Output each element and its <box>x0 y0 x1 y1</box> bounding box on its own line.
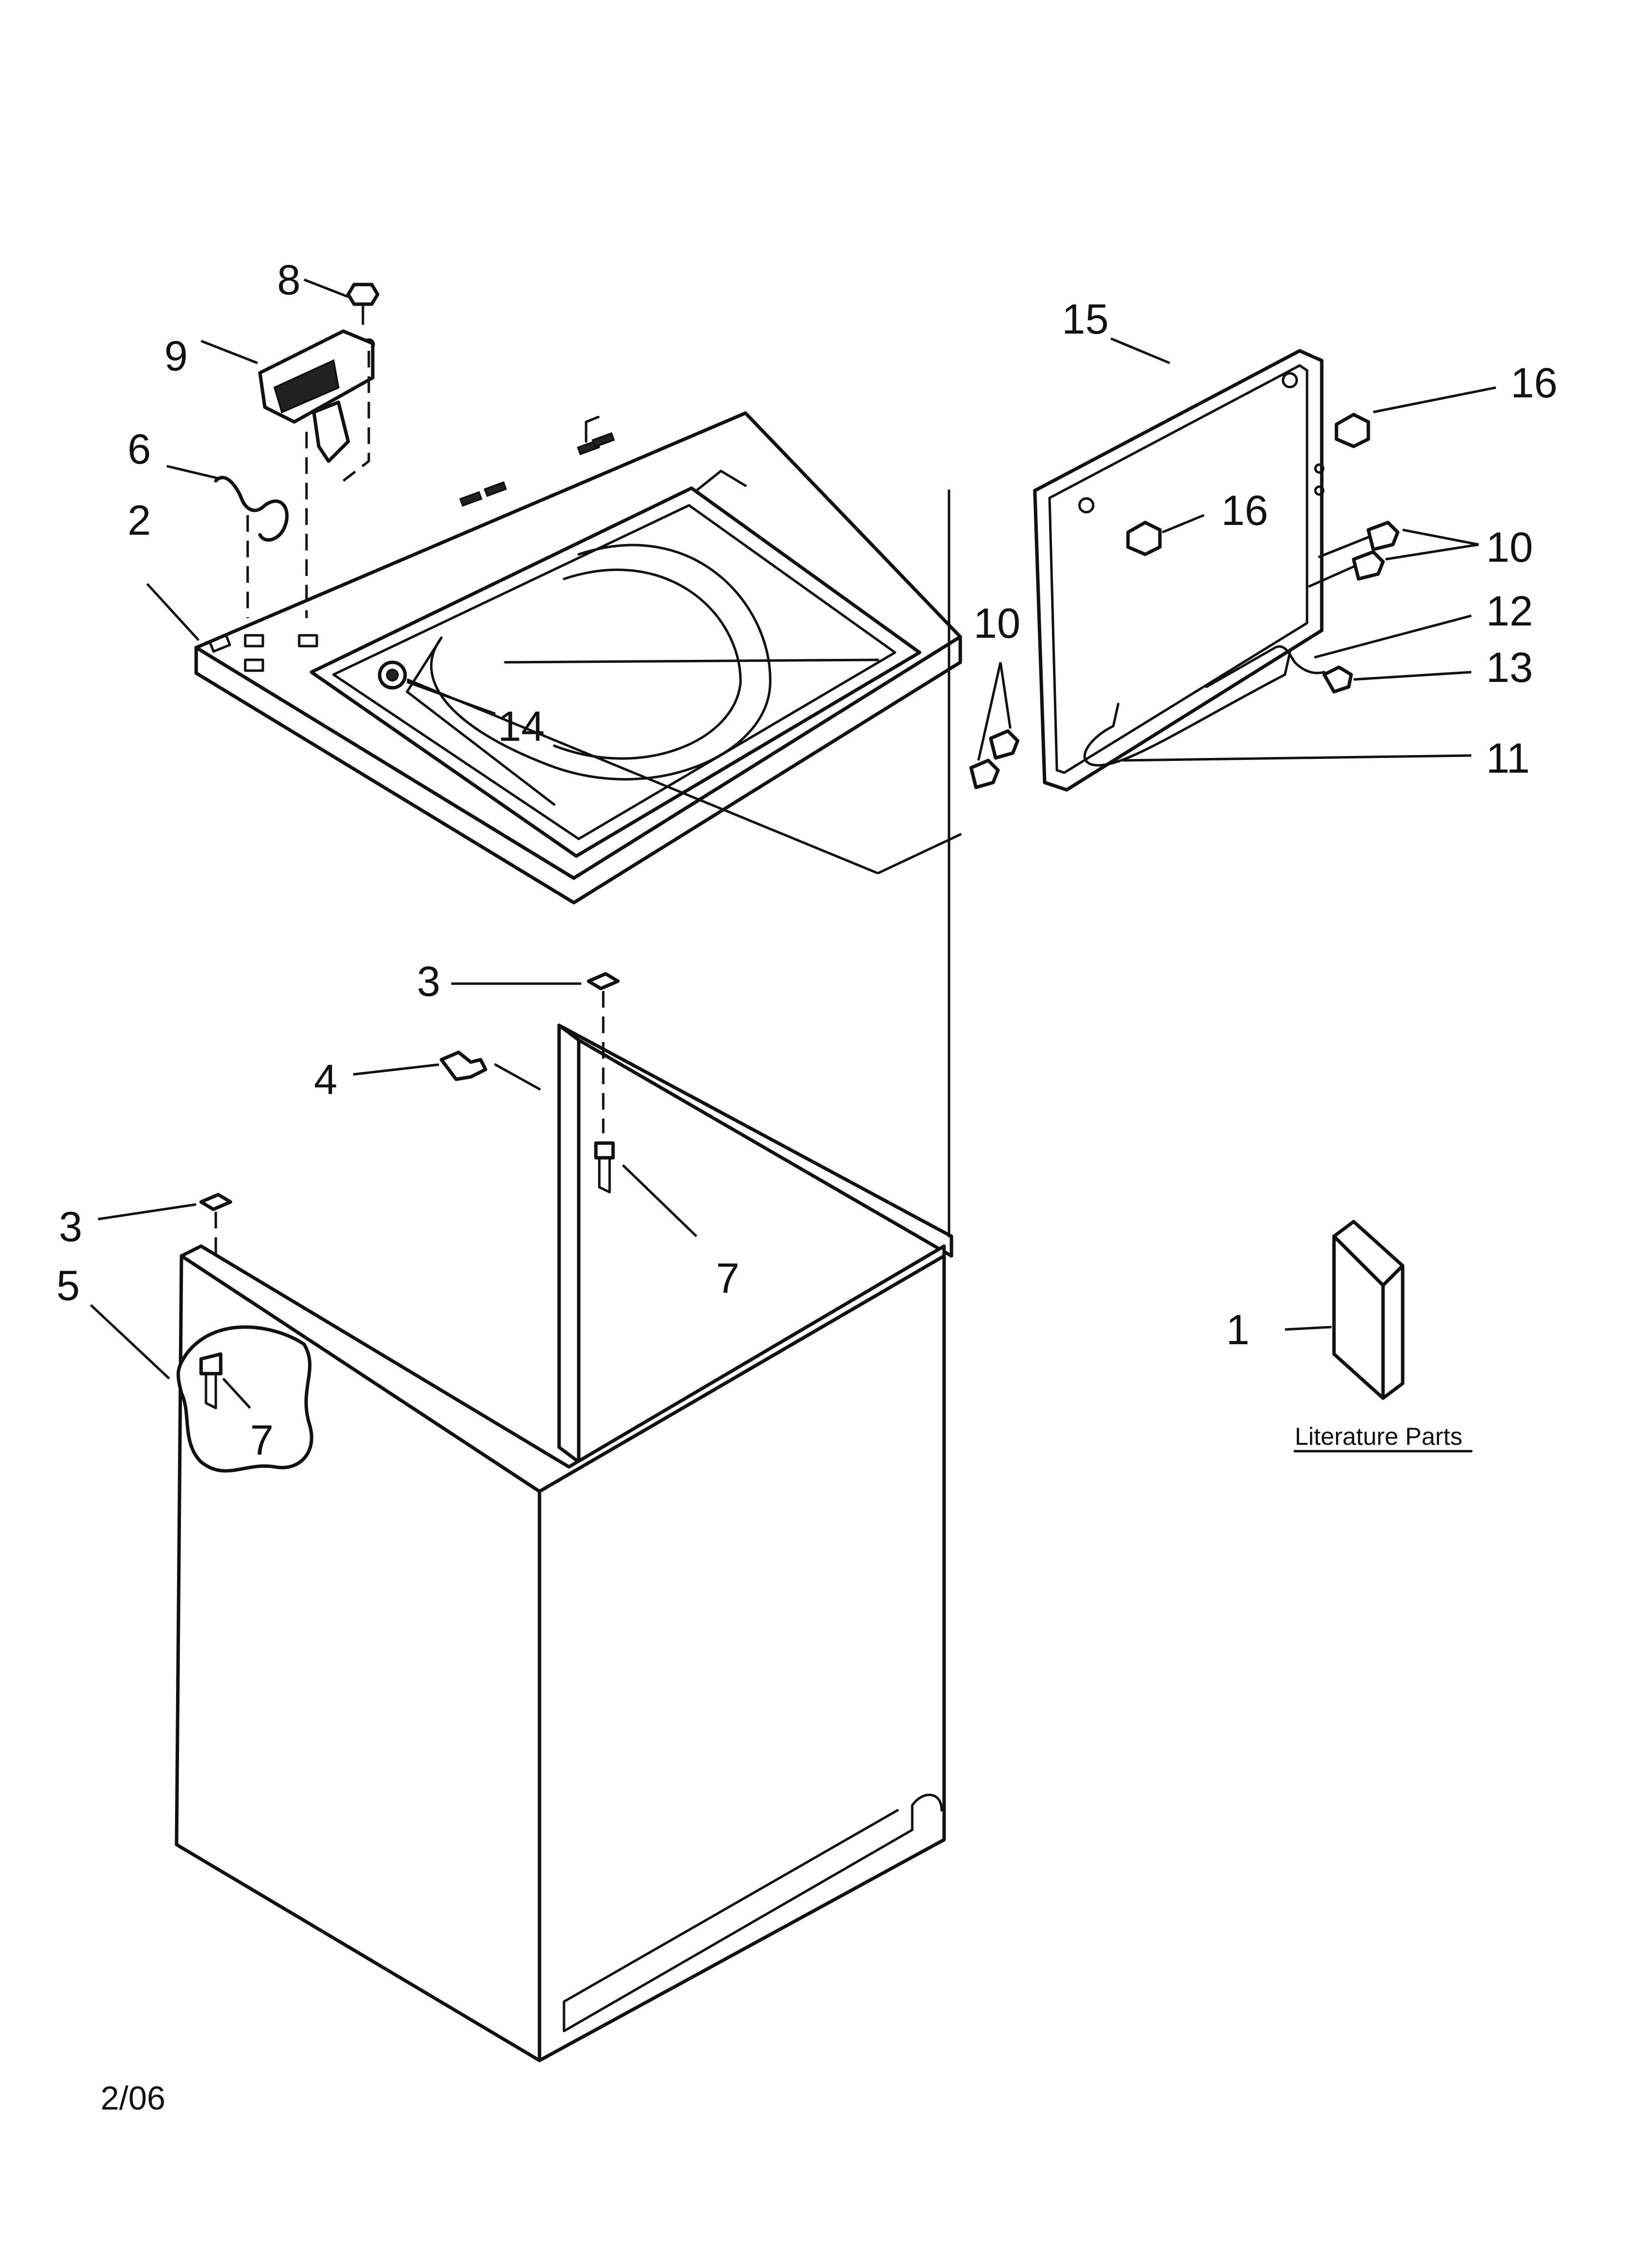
lid-frame <box>1033 349 1325 792</box>
lid-hinge-11 <box>1083 651 1291 767</box>
callout-10-right: 10 <box>1486 524 1533 571</box>
callout-16-upper: 16 <box>1511 360 1558 407</box>
callout-6: 6 <box>128 426 151 473</box>
top-cover <box>194 411 962 905</box>
literature-parts-book <box>1332 1220 1405 1400</box>
part-3-clip-upper <box>587 972 620 991</box>
callout-1: 1 <box>1226 1306 1250 1354</box>
part-4-screw <box>439 1050 487 1081</box>
revision-date: 2/06 <box>101 2080 165 2117</box>
callout-16-lower: 16 <box>1221 487 1268 534</box>
callout-7-upper: 7 <box>716 1255 740 1302</box>
callout-14: 14 <box>498 703 545 750</box>
callout-11: 11 <box>1486 735 1530 782</box>
part-16-bumper-upper <box>1334 413 1370 448</box>
literature-caption: Literature Parts <box>1295 1423 1462 1450</box>
callout-9: 9 <box>164 333 188 380</box>
callout-3-upper: 3 <box>417 958 440 1005</box>
callout-7-lower: 7 <box>250 1417 274 1464</box>
part-14-nut <box>378 660 407 690</box>
part-7-screw <box>594 1141 615 1194</box>
part-3-clip-lower <box>199 1193 232 1211</box>
callout-2: 2 <box>128 497 151 544</box>
callout-12: 12 <box>1486 588 1533 635</box>
part-10-screw-hinge-a <box>989 729 1020 760</box>
part-8-screw <box>346 283 380 351</box>
lid-rod-12 <box>1205 645 1326 688</box>
callout-8: 8 <box>277 257 301 304</box>
leader-14 <box>407 678 878 875</box>
callout-3-lower: 3 <box>59 1203 82 1251</box>
callout-10-left: 10 <box>974 600 1021 647</box>
callout-13: 13 <box>1486 644 1533 691</box>
cabinet-cutaway <box>176 1325 313 1473</box>
callout-5: 5 <box>56 1262 80 1309</box>
callout-15: 15 <box>1062 296 1109 343</box>
part-16-bumper-lower <box>1126 521 1162 556</box>
callout-4: 4 <box>314 1056 337 1103</box>
part-10-screw-upper <box>1318 521 1400 558</box>
screw-path-8 <box>342 351 370 482</box>
part-10-screw-hinge-b <box>969 758 1000 789</box>
leader-guide <box>877 833 962 875</box>
part-9-lid-switch <box>258 329 375 463</box>
part-13-retainer <box>1322 665 1353 694</box>
part-6-wire-clip <box>214 476 289 542</box>
part-10-screw-lower <box>1308 550 1385 588</box>
